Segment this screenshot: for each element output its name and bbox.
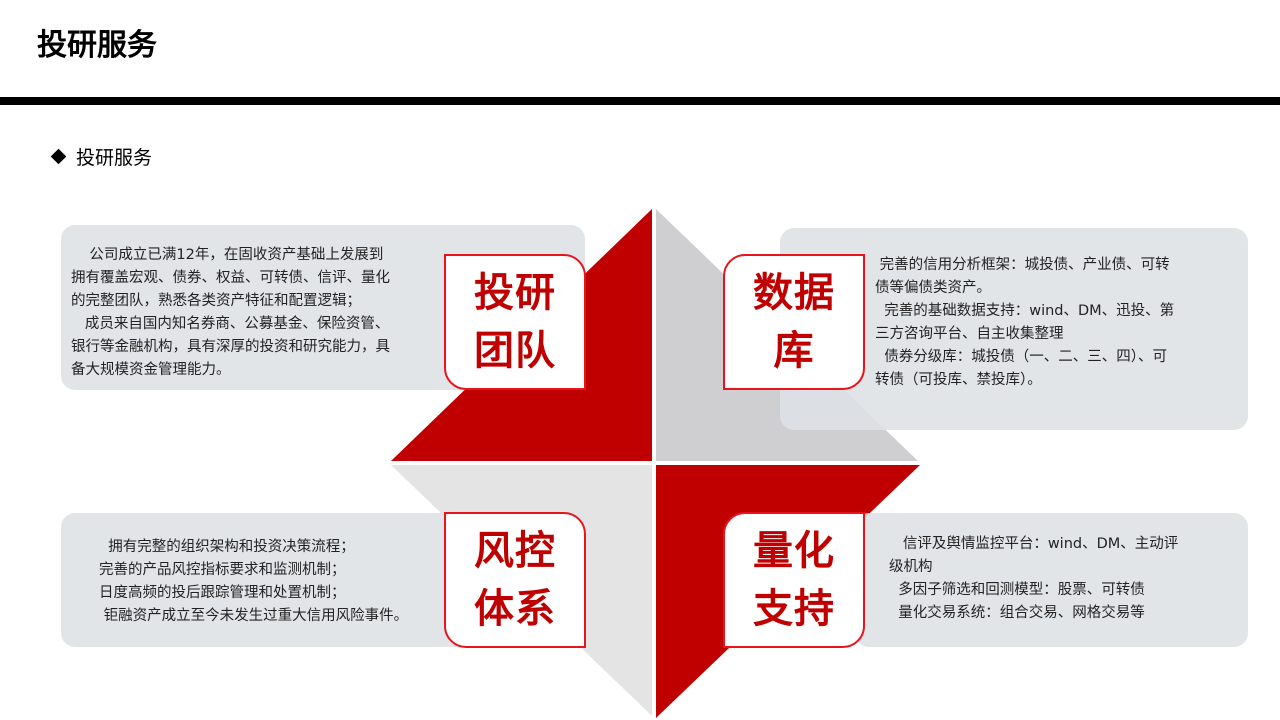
info-box-quant-support: 信评及舆情监控平台：wind、DM、主动评 级机构 多因子筛选和回测模型：股票、… — [855, 513, 1248, 647]
section-heading: 投研服务 — [50, 144, 153, 169]
label-risk-control: 风控 体系 — [444, 512, 586, 648]
info-line: 日度高频的投后跟踪管理和处置机制； — [99, 585, 346, 601]
label-line: 库 — [773, 328, 815, 374]
info-line: 完善的产品风控指标要求和监测机制； — [99, 562, 346, 578]
label-line: 体系 — [474, 586, 556, 632]
label-line: 风控 — [474, 528, 556, 574]
info-line: 转债（可投库、禁投库）。 — [875, 372, 1042, 388]
info-line: 的完整团队，熟悉各类资产特征和配置逻辑； — [71, 293, 361, 309]
info-line: 成员来自国内知名券商、公募基金、保险资管、 — [71, 316, 390, 332]
label-line: 量化 — [753, 528, 835, 574]
info-line: 完善的信用分析框架：城投债、产业债、可转 — [875, 257, 1170, 273]
section-heading-label: 投研服务 — [76, 146, 153, 169]
page-title: 投研服务 — [37, 28, 157, 63]
info-line: 钜融资产成立至今未发生过重大信用风险事件。 — [99, 608, 409, 624]
info-line: 公司成立已满12年，在固收资产基础上发展到 — [71, 247, 384, 263]
info-line: 备大规模资金管理能力。 — [71, 362, 231, 378]
info-line: 银行等金融机构，具有深厚的投资和研究能力，具 — [71, 339, 390, 355]
info-line: 完善的基础数据支持：wind、DM、迅投、第 — [875, 303, 1175, 319]
info-line: 多因子筛选和回测模型：股票、可转债 — [889, 582, 1145, 598]
info-line: 量化交易系统：组合交易、网格交易等 — [889, 605, 1145, 621]
label-research-team: 投研 团队 — [444, 254, 586, 390]
label-line: 支持 — [753, 586, 835, 632]
info-line: 信评及舆情监控平台：wind、DM、主动评 — [889, 536, 1179, 552]
label-database: 数据 库 — [723, 254, 865, 390]
label-quant-support: 量化 支持 — [723, 512, 865, 648]
label-line: 团队 — [474, 328, 556, 374]
info-line: 债券分级库：城投债（一、二、三、四）、可 — [875, 349, 1167, 365]
info-line: 拥有覆盖宏观、债券、权益、可转债、信评、量化 — [71, 270, 390, 286]
label-line: 投研 — [474, 270, 556, 316]
info-line: 级机构 — [889, 559, 933, 575]
title-divider — [0, 97, 1280, 105]
label-line: 数据 — [753, 270, 835, 316]
info-line: 三方咨询平台、自主收集整理 — [875, 326, 1064, 342]
info-line: 拥有完整的组织架构和投资决策流程； — [99, 539, 355, 555]
info-line: 债等偏债类资产。 — [875, 280, 991, 296]
